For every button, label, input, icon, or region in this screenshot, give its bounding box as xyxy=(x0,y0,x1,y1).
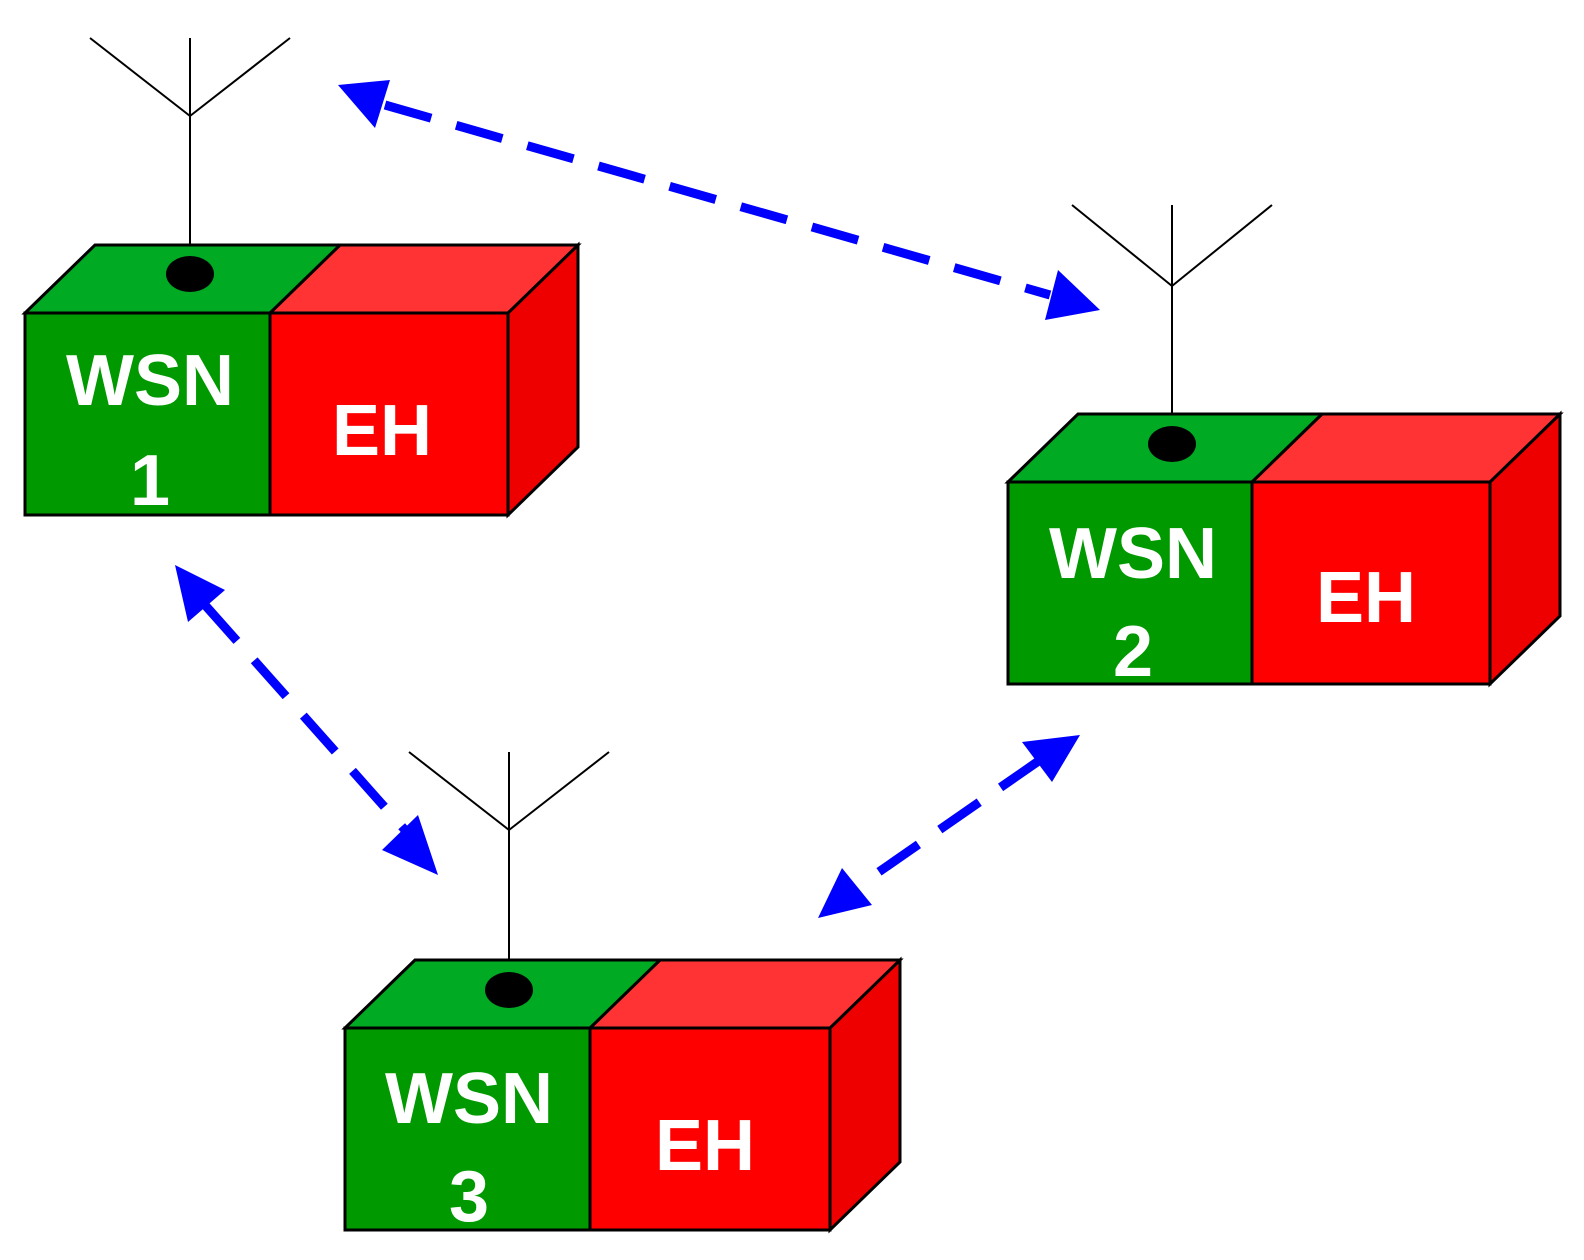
sensor-node-3: WSN 3 EH xyxy=(341,751,904,1237)
sensor-node-2: WSN 2 EH xyxy=(1004,204,1564,692)
antenna-icon xyxy=(408,751,610,985)
wsn-block-front xyxy=(23,311,272,517)
antenna-icon xyxy=(1071,204,1273,438)
link-wsn1-wsn2 xyxy=(338,80,1100,320)
eh-label: EH xyxy=(1316,558,1416,638)
wsn-label-line2: 1 xyxy=(130,441,170,521)
link-wsn2-wsn3 xyxy=(818,735,1080,918)
wsn-label-line2: 2 xyxy=(1113,612,1153,692)
antenna-mount-icon xyxy=(485,972,533,1008)
arrowhead-icon xyxy=(818,868,872,918)
arrowhead-icon xyxy=(338,80,390,128)
wsn-label-line1: WSN xyxy=(385,1059,553,1139)
arrowhead-icon xyxy=(1045,270,1100,320)
eh-block-front xyxy=(588,1026,832,1232)
wsn-label-line1: WSN xyxy=(1049,514,1217,594)
sensor-node-1: WSN 1 EH xyxy=(21,37,582,521)
eh-block-front xyxy=(1250,480,1492,686)
antenna-mount-icon xyxy=(1148,426,1196,462)
wsn-label-line1: WSN xyxy=(66,341,234,421)
wsn-block-front xyxy=(343,1026,592,1232)
antenna-icon xyxy=(89,37,291,270)
eh-label: EH xyxy=(655,1106,755,1186)
wsn-block-front xyxy=(1006,480,1254,686)
antenna-mount-icon xyxy=(166,256,214,292)
arrowhead-icon xyxy=(1022,735,1080,782)
eh-block-front xyxy=(268,311,510,517)
arrowhead-icon xyxy=(382,815,438,875)
arrowhead-icon xyxy=(175,565,225,622)
link-wsn1-wsn3 xyxy=(175,565,438,875)
wsn-label-line2: 3 xyxy=(449,1157,489,1237)
eh-label: EH xyxy=(332,391,432,471)
